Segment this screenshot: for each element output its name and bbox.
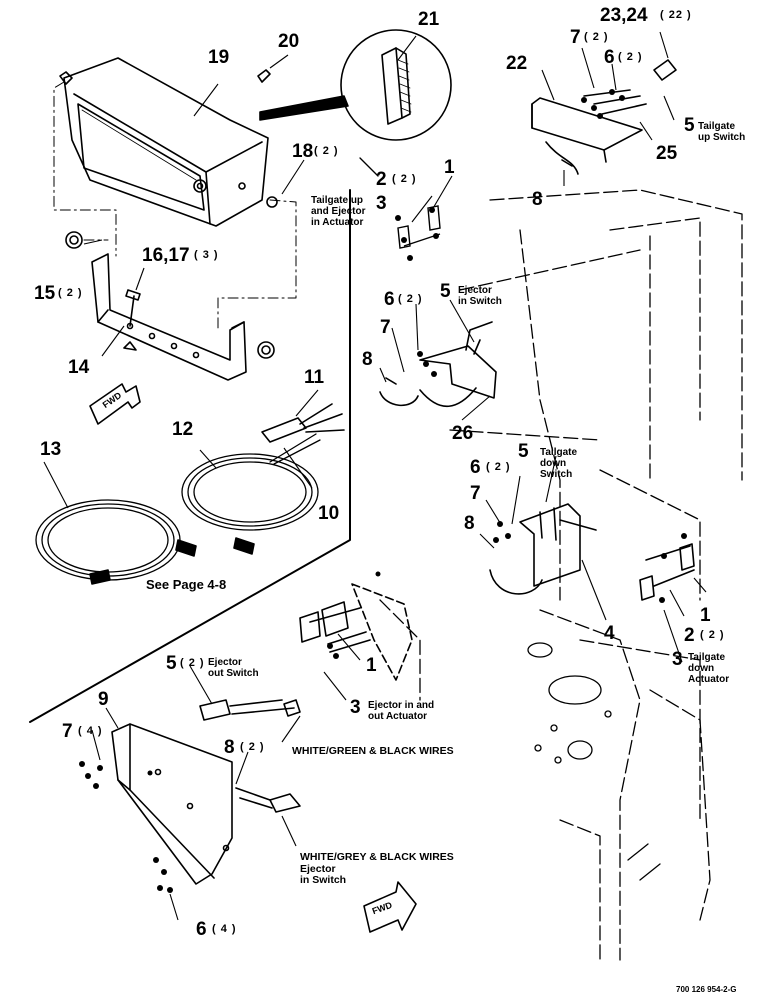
qty-18: ( 2 ) <box>314 145 339 157</box>
mounting-bracket-14 <box>91 253 247 381</box>
drawing-number: 700 126 954-2-G <box>676 985 737 994</box>
switch-bracket-4 <box>489 503 597 595</box>
callout-14: 14 <box>68 357 90 378</box>
callout-3-center: 3 <box>350 697 361 718</box>
callout-6-mid: 6 <box>384 289 395 310</box>
callout-21: 21 <box>418 9 440 30</box>
callout-5-tailgate-down: 5 <box>518 441 529 462</box>
plug-20 <box>257 69 271 83</box>
qty-8-bottom: ( 2 ) <box>240 741 265 753</box>
callout-8-top: 8 <box>532 189 543 210</box>
connector-detail <box>259 29 452 141</box>
callout-23-24: 23,24 <box>600 5 648 26</box>
baler-frame <box>379 189 743 961</box>
callout-7-bottom: 7 <box>62 721 73 742</box>
knob-15 <box>65 231 83 249</box>
fwd-arrow-top <box>89 383 141 425</box>
callout-2-top: 2 <box>376 169 387 190</box>
actuator-tailgate-down <box>639 543 695 601</box>
callout-25: 25 <box>656 143 678 164</box>
qty-7-top: ( 2 ) <box>584 31 609 43</box>
qty-2-right: ( 2 ) <box>700 629 725 641</box>
qty-5-ejector-out: ( 2 ) <box>180 657 205 669</box>
callout-10: 10 <box>318 503 340 524</box>
callout-7-low: 7 <box>470 483 481 504</box>
callout-26: 26 <box>452 423 474 444</box>
harness-connectors <box>89 537 255 585</box>
switch-bracket-9 <box>111 699 301 885</box>
callout-5-top: 5 <box>684 115 695 136</box>
callout-18: 18 <box>292 141 314 162</box>
fwd-arrow-bottom <box>363 881 417 933</box>
callout-4: 4 <box>604 623 615 644</box>
frame-details <box>527 642 661 881</box>
junction-block-11 <box>261 403 345 443</box>
callout-1-right: 1 <box>700 605 711 626</box>
callout-20: 20 <box>278 31 300 52</box>
qty-6-low: ( 2 ) <box>486 461 511 473</box>
callout-8-bottom: 8 <box>224 737 235 758</box>
wires-white-grey-black: WHITE/GREY & BLACK WIRES <box>300 851 454 863</box>
qty-23-24: ( 22 ) <box>660 9 692 21</box>
callout-9: 9 <box>98 689 109 710</box>
harness-12 <box>181 433 321 531</box>
callout-6-bottom: 6 <box>196 919 207 940</box>
callout-6-low: 6 <box>470 457 481 478</box>
callout-1-center: 1 <box>366 655 377 676</box>
qty-15: ( 2 ) <box>58 287 83 299</box>
callout-8-mid: 8 <box>362 349 373 370</box>
qty-6-mid: ( 2 ) <box>398 293 423 305</box>
callout-5-ejector-out: 5 <box>166 653 177 674</box>
callout-3-right: 3 <box>672 649 683 670</box>
qty-6-bottom: ( 4 ) <box>212 923 237 935</box>
monitor-console <box>59 57 269 227</box>
qty-7-bottom: ( 4 ) <box>78 725 103 737</box>
callout-12: 12 <box>172 419 194 440</box>
wires-white-green-black: WHITE/GREEN & BLACK WIRES <box>292 745 454 757</box>
callout-6-top: 6 <box>604 47 615 68</box>
harness-13 <box>35 499 181 581</box>
callout-5-ejector-in: 5 <box>440 281 451 302</box>
callout-1-top: 1 <box>444 157 455 178</box>
callout-19: 19 <box>208 47 230 68</box>
callout-7-mid: 7 <box>380 317 391 338</box>
callout-7-top: 7 <box>570 27 581 48</box>
actuator-tailgate-up <box>397 205 441 249</box>
fasteners <box>79 89 687 893</box>
callout-16-17: 16,17 <box>142 245 190 266</box>
callout-2-right: 2 <box>684 625 695 646</box>
see-page-note: See Page 4-8 <box>146 577 227 592</box>
callout-13: 13 <box>40 439 62 460</box>
switch-bracket-26 <box>379 321 497 408</box>
qty-2-top: ( 2 ) <box>392 173 417 185</box>
callout-8-low: 8 <box>464 513 475 534</box>
actuator-ejector-in-out <box>299 583 413 681</box>
callout-15: 15 <box>34 283 56 304</box>
switch-bracket-22 <box>531 59 677 175</box>
qty-16-17: ( 3 ) <box>194 249 219 261</box>
qty-6-top: ( 2 ) <box>618 51 643 63</box>
callout-22: 22 <box>506 53 528 74</box>
callout-3-top: 3 <box>376 193 387 214</box>
callout-11: 11 <box>304 367 325 388</box>
